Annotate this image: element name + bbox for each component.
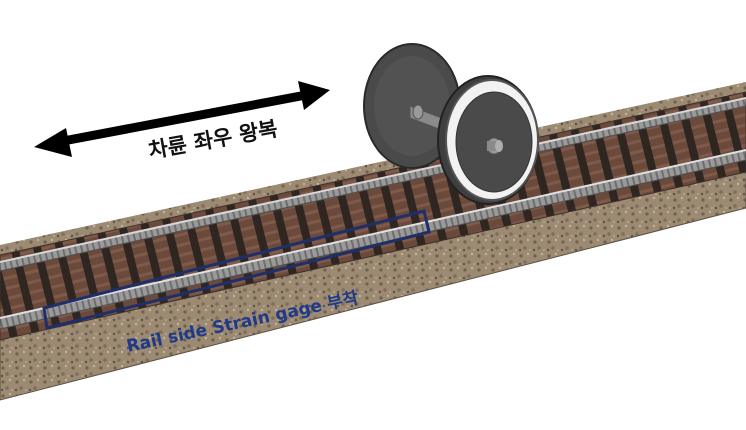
strain-gage-box <box>42 209 431 330</box>
far-rail-head <box>0 97 746 263</box>
near-rail-head <box>0 149 746 319</box>
wheelset-icon <box>363 43 539 205</box>
double-headed-arrow-icon <box>34 81 330 157</box>
